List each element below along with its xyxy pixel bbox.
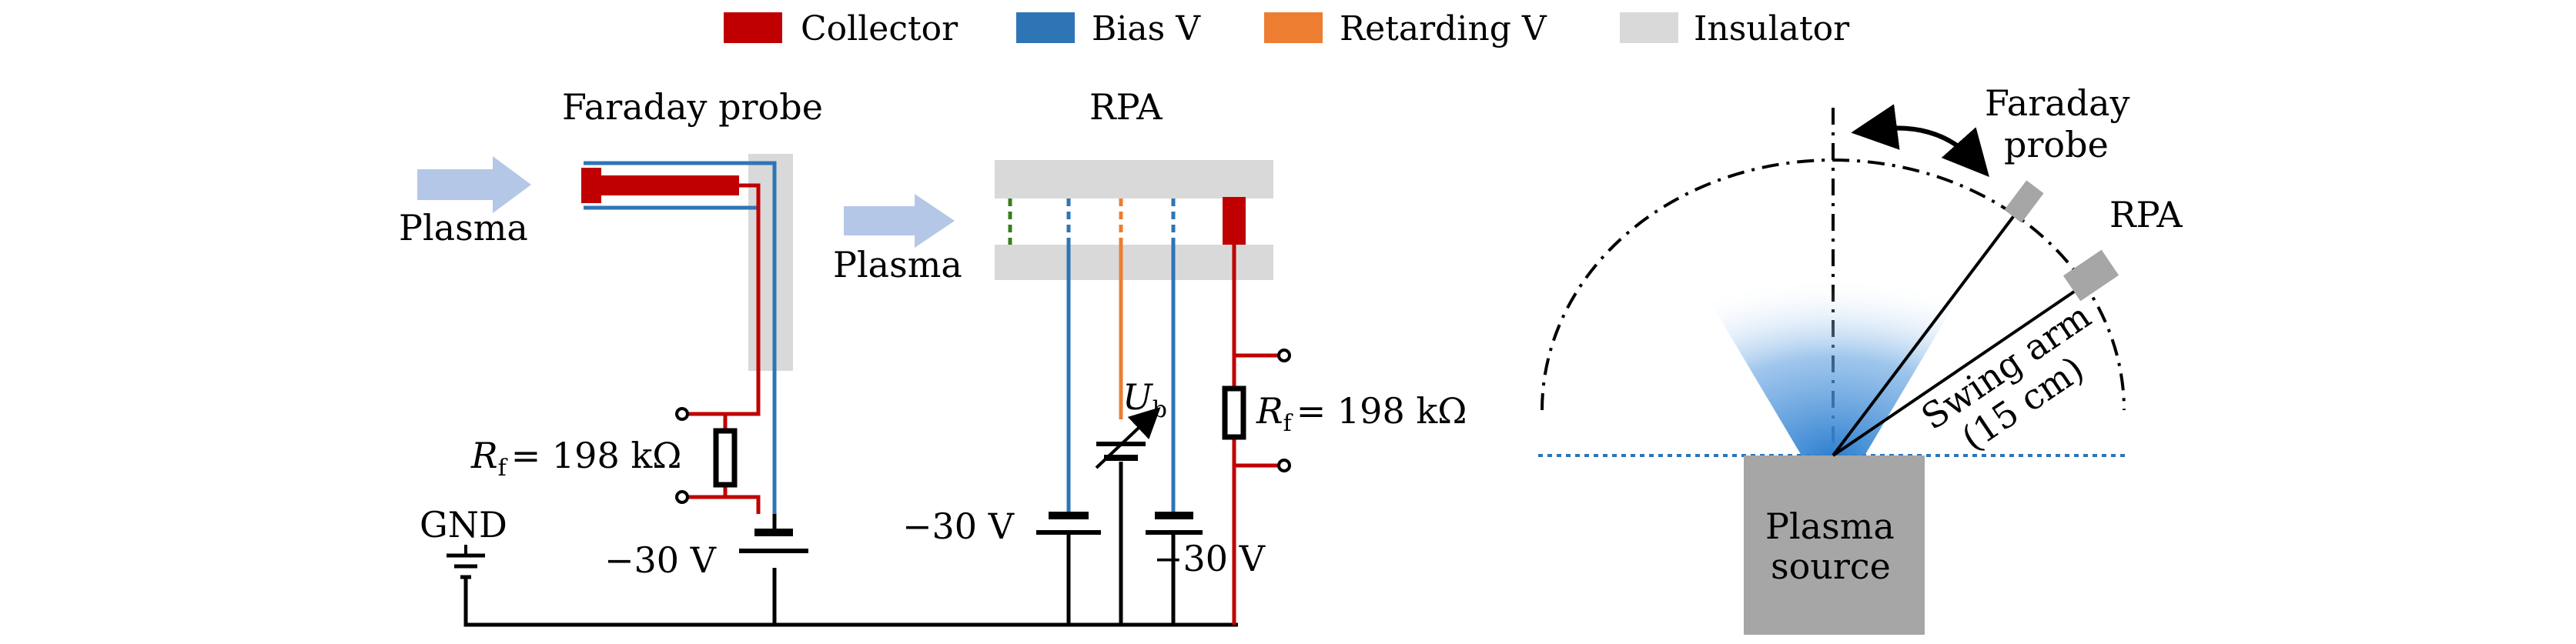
rpa-ub-label: Ub <box>1122 376 1167 423</box>
faraday-insulator <box>748 154 793 371</box>
faraday-voltage-label: −30 V <box>604 539 717 581</box>
faraday-title: Faraday probe <box>562 86 823 128</box>
rpa-ub-variable-arrow <box>1095 407 1161 469</box>
rpa-arm <box>1832 287 2080 457</box>
faraday-section: Faraday probe Plasma Rf= 198 kΩ −30 V GN… <box>399 86 1238 627</box>
rpa-terminal-top[interactable] <box>1277 349 1291 362</box>
faraday-collector-wire <box>684 183 761 416</box>
faraday-resistor-lead <box>684 412 728 431</box>
rpa-voltage-right-label: −30 V <box>1153 538 1266 579</box>
legend-label-insulator: Insulator <box>1694 9 1850 48</box>
plasma-source <box>1744 455 1925 635</box>
rpa-terminal-bottom[interactable] <box>1277 459 1291 472</box>
faraday-bias-wire <box>584 161 777 514</box>
faraday-rf-label: Rf= 198 kΩ <box>470 435 681 482</box>
faraday-plasma-label: Plasma <box>399 207 528 249</box>
faraday-resistor <box>713 428 738 488</box>
faraday-plasma-arrow <box>417 156 531 213</box>
faraday-resistor-lead-2 <box>684 485 761 514</box>
ground-bus <box>463 577 1238 627</box>
legend: Collector Bias V Retarding V Insulator <box>724 9 1850 48</box>
swing-arm-label: Swing arm (15 cm) <box>1914 295 2098 459</box>
swing-faraday-label-2: probe <box>2004 124 2109 165</box>
swing-rpa-label: RPA <box>2109 194 2183 235</box>
faraday-arm <box>1832 210 2019 457</box>
rpa-section: RPA Plasma Rf= 198 kΩ Ub <box>833 86 1467 625</box>
rpa-resistor <box>1222 385 1246 440</box>
plasma-source-label-2: source <box>1771 546 1891 587</box>
faraday-terminal-bottom[interactable] <box>675 490 689 504</box>
swing-section: Plasma source Faraday probe RPA Swing ar… <box>1538 82 2183 635</box>
legend-label-bias: Bias V <box>1092 9 1201 48</box>
swing-faraday-label-1: Faraday <box>1985 82 2130 124</box>
faraday-collector-rod <box>597 175 739 195</box>
legend-swatch-bias <box>1016 12 1075 43</box>
legend-label-collector: Collector <box>801 9 958 48</box>
legend-swatch-retarding <box>1264 12 1323 43</box>
rpa-plasma-label: Plasma <box>833 244 962 285</box>
legend-label-retarding: Retarding V <box>1340 9 1547 48</box>
rpa-voltage-left-label: −30 V <box>902 506 1015 547</box>
rpa-insulator-bottom <box>995 245 1273 280</box>
swing-rpa-probe <box>2062 249 2119 302</box>
plasma-source-label-1: Plasma <box>1765 506 1895 547</box>
legend-swatch-collector <box>724 12 782 43</box>
rpa-rf-label: Rf= 198 kΩ <box>1256 390 1467 437</box>
gnd-label: GND <box>420 504 507 546</box>
rpa-plasma-arrow <box>844 194 955 248</box>
plasma-plume <box>1695 277 1971 455</box>
rpa-collector <box>1223 197 1246 245</box>
faraday-terminal-top[interactable] <box>675 407 689 421</box>
swing-faraday-probe <box>2004 180 2044 223</box>
rpa-insulator-top <box>995 160 1273 199</box>
rpa-title: RPA <box>1089 86 1163 128</box>
rpa-collector-wire-3 <box>1232 437 1280 625</box>
swing-motion-arrow <box>1851 104 1989 177</box>
legend-swatch-insulator <box>1620 12 1678 43</box>
